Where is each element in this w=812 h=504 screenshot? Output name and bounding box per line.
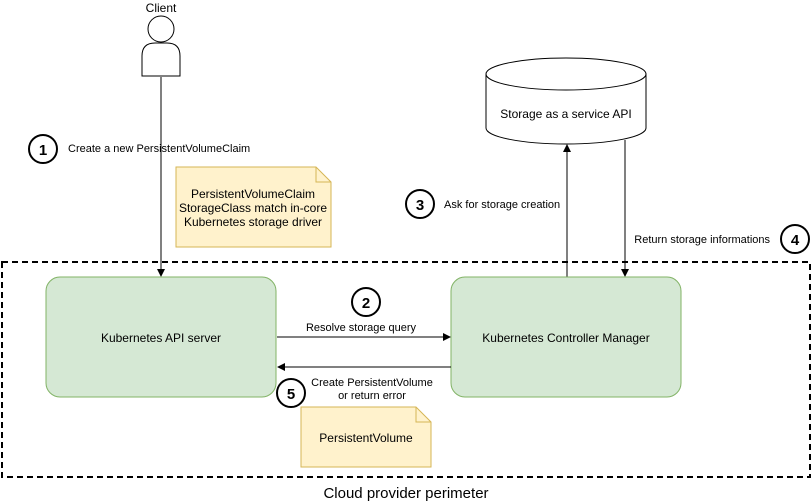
step-1-label: Create a new PersistentVolumeClaim [68, 143, 250, 155]
controller-manager-box [450, 276, 682, 398]
pv-note-label: PersistentVolume [319, 431, 413, 445]
step-2-number: 2 [362, 295, 370, 312]
pv-note [300, 406, 432, 468]
step-4-badge [780, 224, 810, 254]
pvc-note-line-2: StorageClass match in-core [179, 201, 327, 215]
storage-api-label: Storage as a service API [500, 107, 631, 121]
client-actor-icon [141, 15, 181, 77]
step-3-badge [405, 189, 435, 219]
step-4-number: 4 [791, 232, 800, 249]
storage-api-cylinder [485, 57, 647, 145]
step-1-badge [28, 134, 58, 164]
step-3-label: Ask for storage creation [444, 199, 560, 211]
api-server-label: Kubernetes API server [101, 331, 221, 345]
api-server-box [45, 276, 277, 398]
perimeter-label: Cloud provider perimeter [323, 485, 488, 502]
step-2-label: Resolve storage query [306, 322, 417, 334]
step-5-number: 5 [287, 386, 295, 403]
cloud-perimeter [1, 261, 811, 478]
pvc-note-line-1: PersistentVolumeClaim [191, 187, 315, 201]
step-1-number: 1 [39, 142, 47, 159]
pvc-note-line-3: Kubernetes storage driver [184, 215, 322, 229]
controller-manager-label: Kubernetes Controller Manager [482, 331, 649, 345]
step-2-badge [351, 287, 381, 317]
step-5-label-line-1: Create PersistentVolume [311, 377, 433, 389]
pvc-note [175, 166, 332, 248]
step-5-label-line-2: or return error [338, 390, 406, 402]
step-5-badge [276, 378, 306, 408]
step-4-label: Return storage informations [634, 234, 770, 246]
client-label: Client [146, 1, 177, 15]
step-3-number: 3 [416, 197, 424, 214]
